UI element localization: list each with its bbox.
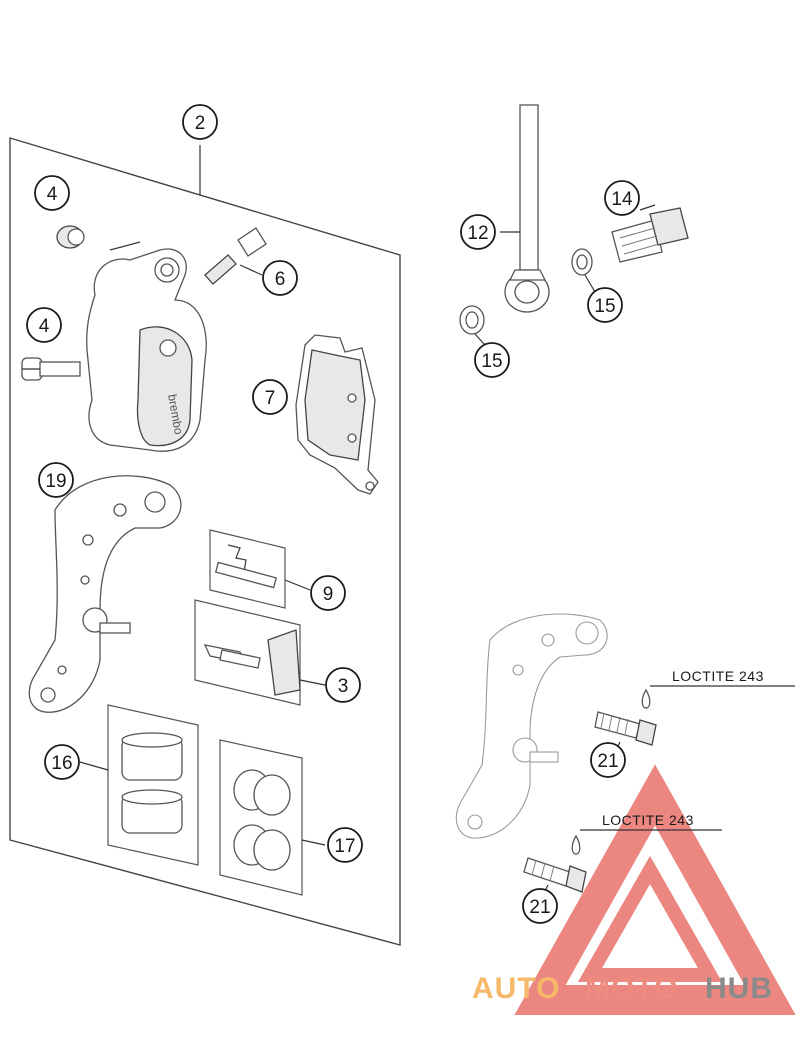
svg-text:21: 21 [529, 897, 550, 918]
bracket-assembly-faint [455, 613, 608, 839]
part-17-seal-kit [219, 739, 326, 896]
svg-text:15: 15 [594, 296, 615, 317]
callout-9: 9 [310, 575, 346, 611]
callout-15-upper: 15 [587, 287, 623, 323]
callout-17: 17 [327, 827, 363, 863]
watermark-triangle-outer [514, 764, 796, 1015]
part-15-washers [459, 248, 596, 346]
callout-6: 6 [262, 260, 298, 296]
callout-14: 14 [604, 180, 640, 216]
svg-text:9: 9 [323, 584, 334, 605]
loctite-drop-icon [571, 834, 581, 855]
watermark-triangle-inner [577, 855, 723, 982]
part-19-caliper-bracket [28, 475, 182, 713]
part-21-bolt-lower [523, 829, 722, 894]
loctite-note-upper: LOCTITE 243 [672, 668, 764, 684]
callout-4-sleeve: 4 [34, 175, 70, 211]
svg-text:4: 4 [39, 316, 50, 337]
svg-text:12: 12 [467, 223, 488, 244]
part-3-pad-spring-kit [194, 599, 326, 706]
part-7-brake-pad [295, 334, 379, 495]
callout-15-lower: 15 [474, 342, 510, 378]
callout-21-lower: 21 [522, 888, 558, 924]
part-6-bleed-valve [204, 227, 267, 285]
svg-text:14: 14 [611, 189, 633, 210]
part-12-brake-line [500, 104, 550, 313]
callout-4-pin-bolt: 4 [26, 307, 62, 343]
watermark-hub: HUB [705, 972, 773, 1005]
watermark-auto: AUTO [472, 972, 560, 1005]
callout-21-upper: 21 [590, 742, 626, 778]
callout-7: 7 [252, 379, 288, 415]
part-9-pin-kit [209, 529, 311, 609]
svg-text:17: 17 [334, 836, 355, 857]
part-16-piston-kit [79, 704, 199, 866]
svg-text:21: 21 [597, 751, 618, 772]
part-21-bolt-upper [594, 685, 795, 753]
svg-text:2: 2 [195, 113, 206, 134]
svg-text:4: 4 [47, 184, 58, 205]
brake-kit-panel [9, 137, 401, 946]
loctite-drop-icon [641, 688, 651, 709]
brake-caliper-body: brembo [86, 241, 207, 452]
callout-12: 12 [460, 214, 496, 250]
svg-text:6: 6 [275, 269, 286, 290]
part-14-banjo-bolt [611, 204, 689, 263]
callout-19: 19 [38, 462, 74, 498]
svg-text:19: 19 [45, 471, 66, 492]
svg-text:15: 15 [481, 351, 502, 372]
part-4-sleeve [56, 225, 85, 249]
callout-2: 2 [182, 104, 218, 140]
svg-text:7: 7 [265, 388, 276, 409]
watermark-text: AUTO MOTO HUB [472, 972, 773, 1005]
svg-text:3: 3 [338, 676, 349, 697]
callout-16: 16 [44, 744, 80, 780]
part-4-pin-bolt [21, 357, 81, 381]
callout-3: 3 [325, 667, 361, 703]
watermark-logo [514, 764, 796, 1015]
svg-text:16: 16 [51, 753, 72, 774]
loctite-note-lower: LOCTITE 243 [602, 812, 694, 828]
watermark-moto: MOTO [585, 972, 678, 1005]
